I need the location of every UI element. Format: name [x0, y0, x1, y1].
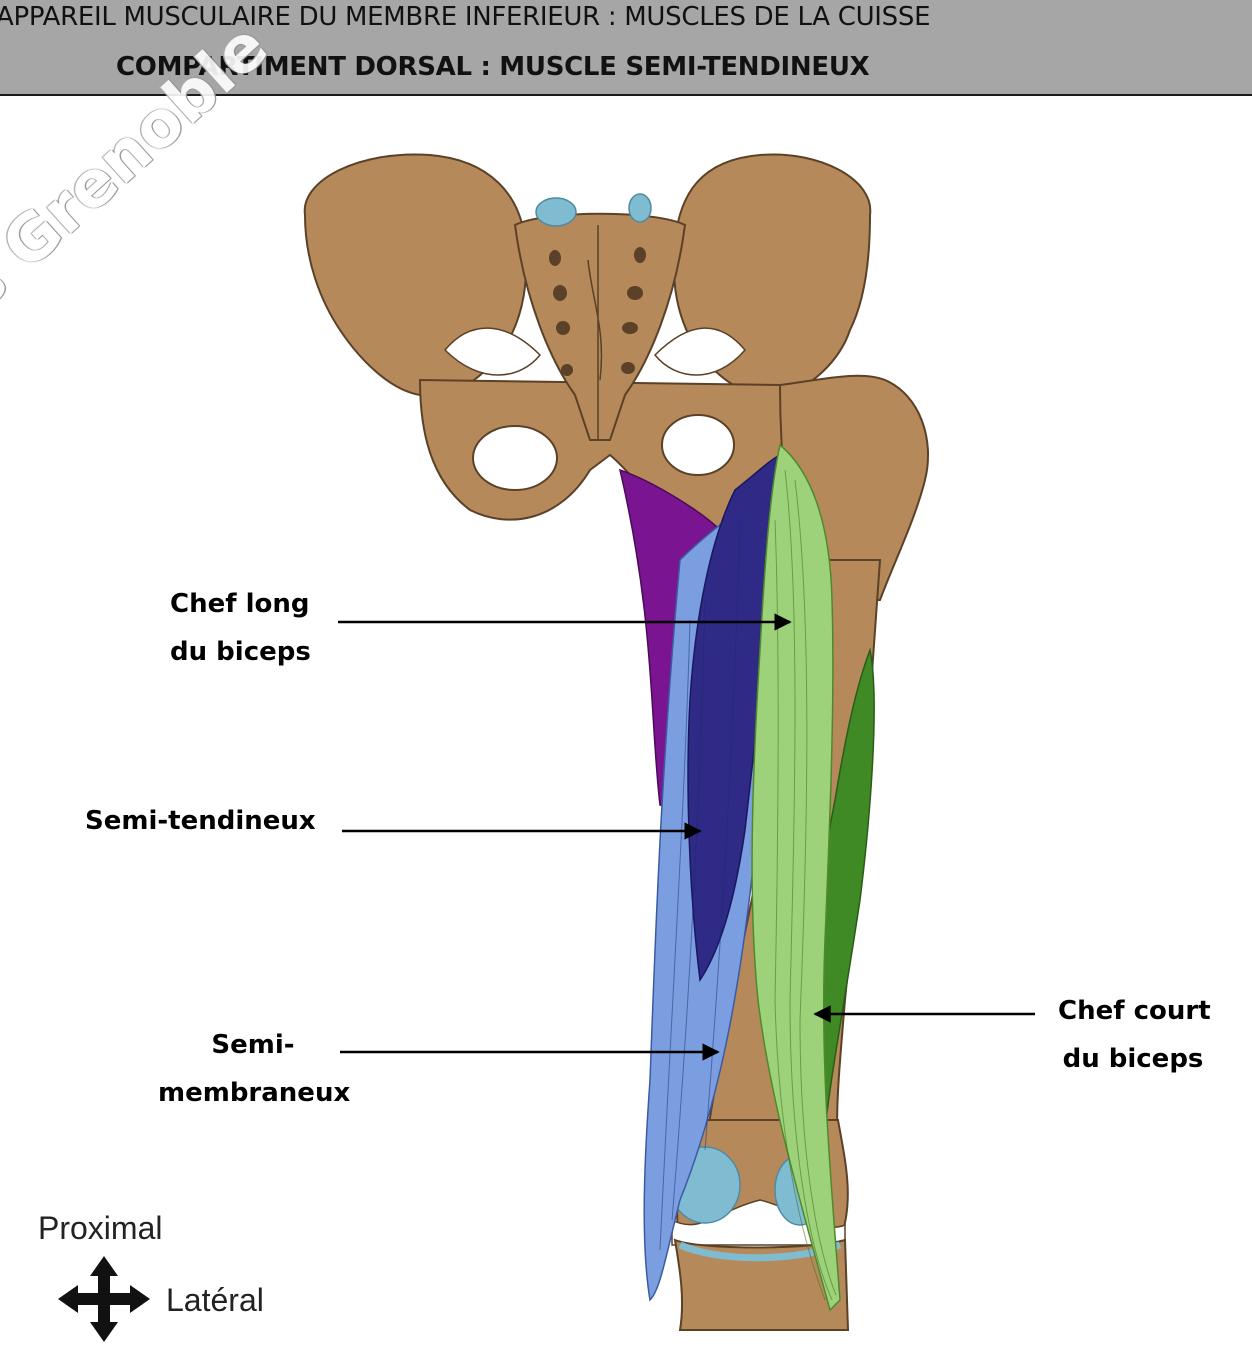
- page-title: APPAREIL MUSCULAIRE DU MEMBRE INFERIEUR …: [0, 2, 931, 32]
- left-obturator-foramen: [472, 425, 558, 491]
- orientation-compass-icon: [58, 1256, 150, 1342]
- label-chef-long-biceps: Chef long du biceps: [170, 589, 311, 667]
- knee-joint-space: [671, 1199, 846, 1246]
- page-subtitle: COMPARTIMENT DORSAL : MUSCLE SEMI-TENDIN…: [116, 52, 870, 82]
- pelvic-gap-left: [443, 327, 542, 376]
- tibia: [673, 1238, 850, 1331]
- right-obturator-foramen: [661, 414, 735, 476]
- left-sacral-facet: [535, 197, 577, 227]
- label-lateral: Latéral: [166, 1282, 264, 1318]
- page-header: APPAREIL MUSCULAIRE DU MEMBRE INFERIEUR …: [0, 0, 1252, 96]
- sacral-foramina: [549, 247, 646, 376]
- right-sacral-facet: [628, 193, 652, 223]
- pelvis: [303, 153, 872, 533]
- label-proximal: Proximal: [38, 1210, 163, 1246]
- anatomy-illustration: [58, 153, 1035, 1342]
- label-chef-court-biceps: Chef court du biceps: [1058, 996, 1211, 1074]
- pelvic-gap-right: [653, 327, 746, 376]
- label-semi-tendineux: Semi-tendineux: [85, 806, 316, 836]
- chef-long-biceps-muscle: [751, 443, 841, 1312]
- muscle-fibers: [774, 469, 837, 1301]
- label-semi-membraneux: Semi- membraneux: [158, 1030, 351, 1108]
